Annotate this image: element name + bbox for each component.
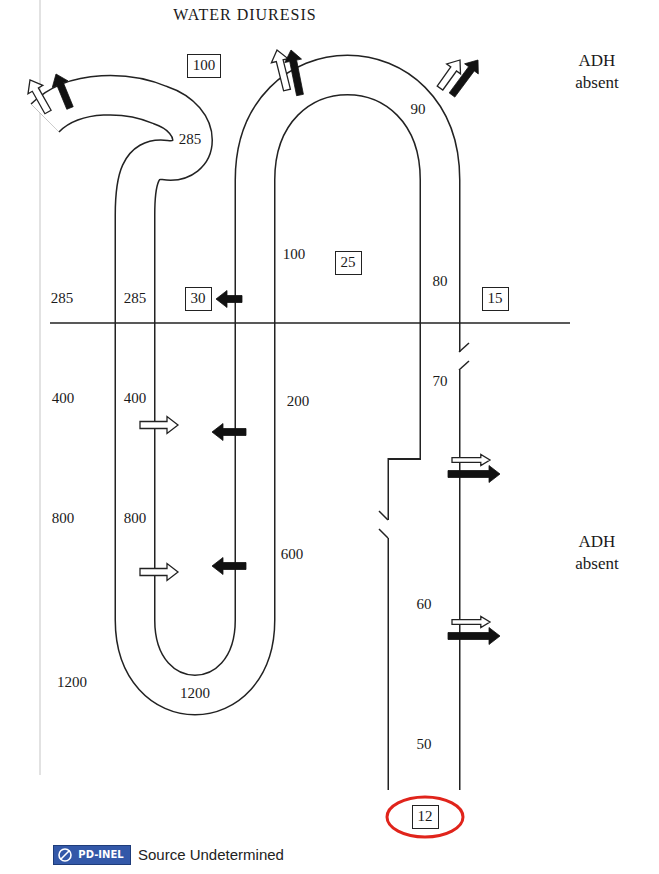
value-box: 30	[185, 287, 212, 310]
solute-arrow	[52, 74, 73, 109]
osmolality-value: 400	[124, 390, 147, 407]
duct-lumen	[389, 460, 459, 792]
wall-tick	[459, 361, 469, 370]
value-number: 15	[488, 290, 503, 306]
value-box: 100	[187, 54, 222, 77]
osmolality-value: 285	[179, 131, 202, 148]
osmolality-value: 100	[283, 246, 306, 263]
osmolality-value: 80	[433, 273, 448, 290]
osmolality-value: 90	[411, 101, 426, 118]
osmolality-value: 70	[433, 373, 448, 390]
osmolality-value: 1200	[57, 674, 87, 691]
wall-tick	[459, 343, 469, 352]
value-number: 25	[341, 254, 356, 270]
wall-tick	[379, 511, 388, 520]
water-arrow	[452, 455, 490, 466]
osmolality-value: 285	[124, 290, 147, 307]
value-number: 30	[191, 290, 206, 306]
water-arrow	[28, 80, 51, 114]
osmolality-value: 800	[124, 510, 147, 527]
value-box: 25	[335, 251, 362, 274]
solute-arrow	[448, 628, 500, 645]
osmolality-value: 600	[281, 546, 304, 563]
badge-text: PD-INEL	[78, 849, 123, 860]
value-box: 15	[482, 287, 509, 310]
water-arrow	[140, 564, 178, 581]
osmolality-value: 285	[51, 290, 74, 307]
osmolality-value: 60	[417, 596, 432, 613]
solute-arrow	[212, 558, 246, 575]
solute-arrow	[448, 466, 500, 483]
solute-arrow	[449, 60, 478, 97]
value-box: 12	[412, 805, 439, 828]
solute-arrow	[285, 50, 304, 96]
highlight-circle	[387, 797, 463, 837]
water-arrow	[452, 617, 490, 628]
osmolality-value: 400	[52, 390, 75, 407]
wall-tick	[379, 529, 388, 538]
tubule-lumen	[45, 75, 440, 695]
osmolality-value: 1200	[180, 685, 210, 702]
tubule-wall	[45, 75, 440, 695]
osmolality-value: 200	[287, 393, 310, 410]
license-badge: PD-INEL	[53, 845, 130, 865]
scan-edge	[39, 0, 41, 775]
solute-arrow	[216, 291, 242, 308]
osmolality-value: 50	[417, 736, 432, 753]
source-note: Source Undetermined	[138, 846, 284, 863]
diagram-title: WATER DIURESIS	[173, 6, 316, 24]
value-number: 12	[418, 808, 433, 824]
solute-arrow	[212, 424, 246, 441]
cortex-medulla-border	[50, 322, 570, 324]
condition-label: ADH absent	[575, 531, 618, 575]
license-icon	[57, 847, 73, 863]
condition-label: ADH absent	[575, 50, 618, 94]
osmolality-value: 800	[52, 510, 75, 527]
value-number: 100	[193, 57, 216, 73]
water-arrow	[140, 417, 178, 434]
